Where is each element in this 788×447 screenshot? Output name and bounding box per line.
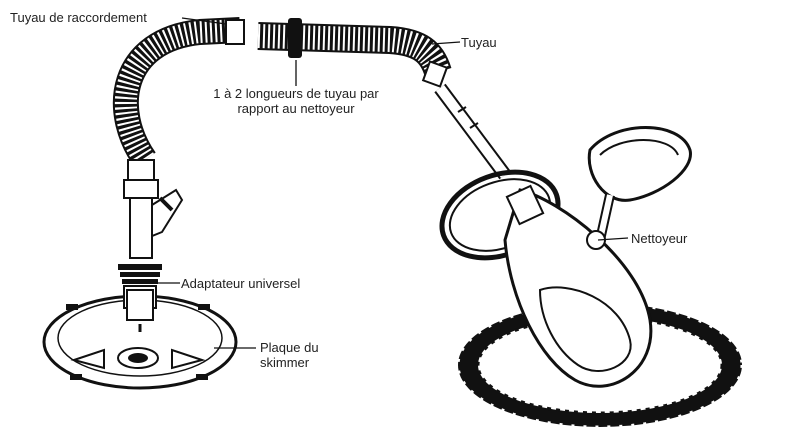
hose-lengths — [258, 18, 447, 86]
label-hose-lengths: 1 à 2 longueurs de tuyau par rapport au … — [188, 86, 404, 116]
label-skimmer-plate-line2: skimmer — [260, 355, 319, 370]
leader-pipe — [440, 88, 505, 175]
label-universal-adapter: Adaptateur universel — [181, 276, 300, 291]
label-connection-hose: Tuyau de raccordement — [10, 10, 147, 25]
label-cleaner: Nettoyeur — [631, 231, 687, 246]
label-hose-lengths-line1: 1 à 2 longueurs de tuyau par — [188, 86, 404, 101]
label-skimmer-plate-line1: Plaque du — [260, 340, 319, 355]
cleaner — [430, 128, 742, 428]
label-hose: Tuyau — [461, 35, 497, 50]
label-skimmer-plate: Plaque du skimmer — [260, 340, 319, 370]
label-hose-lengths-line2: rapport au nettoyeur — [188, 101, 404, 116]
